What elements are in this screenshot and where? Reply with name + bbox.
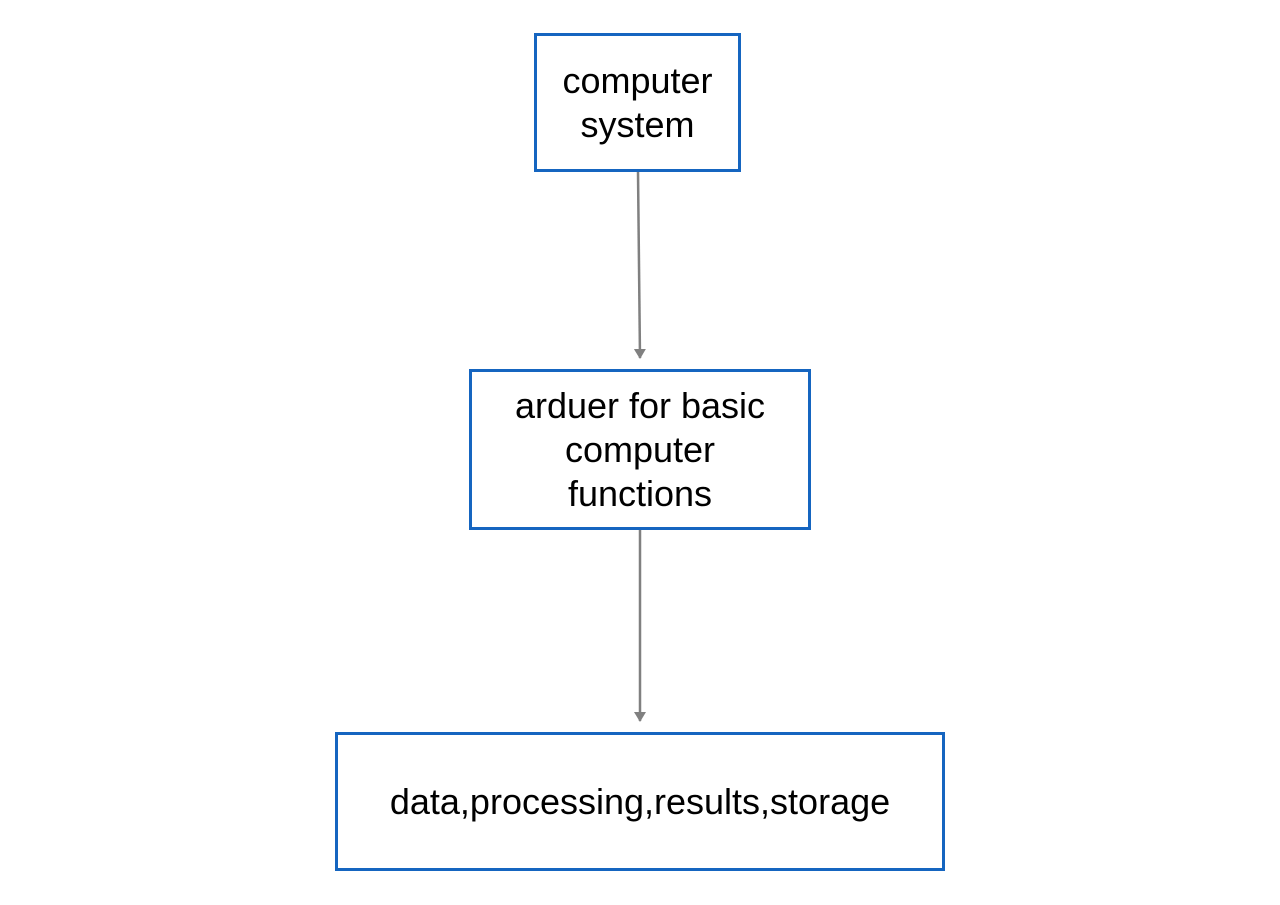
edge-n1-to-n2 [633, 171, 646, 359]
node-label: computer system [562, 59, 713, 145]
node-label: arduer for basic computer functions [514, 384, 766, 514]
connector-line-arrow [633, 171, 646, 359]
node-arduer-for-basic-computer-functions: arduer for basic computer functions [469, 369, 811, 530]
node-computer-system: computer system [534, 33, 741, 172]
node-data-processing-results-storage: data,processing,results,storage [335, 732, 945, 871]
node-label: data,processing,results,storage [389, 780, 891, 822]
